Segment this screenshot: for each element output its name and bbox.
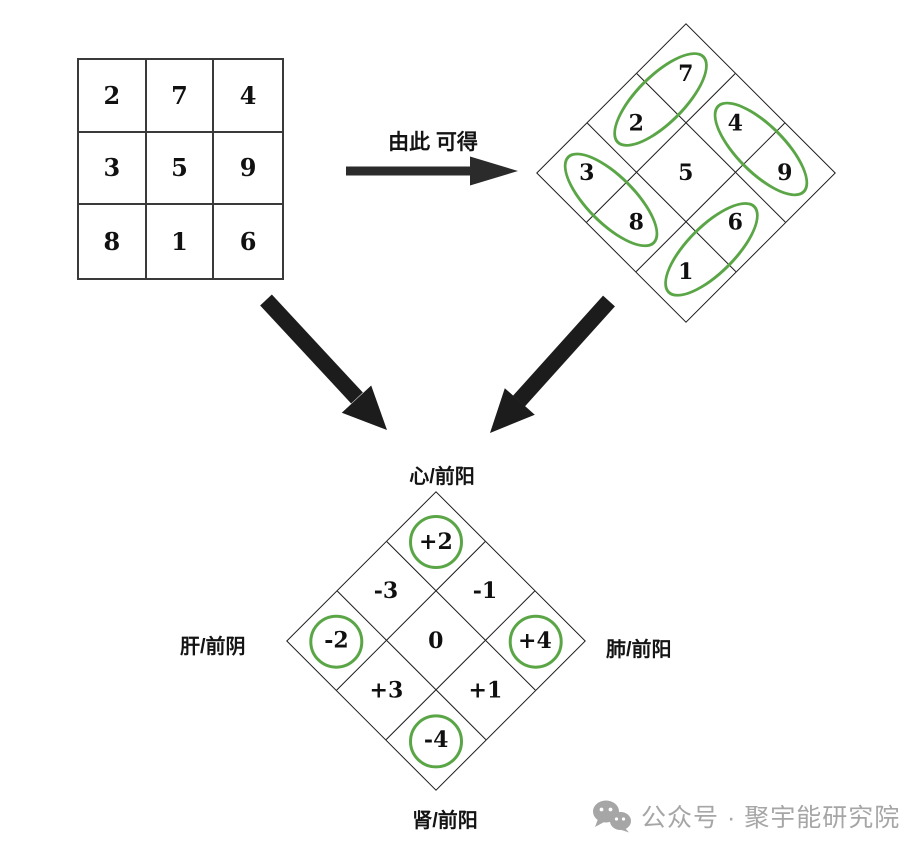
grid-cell: 9 <box>214 133 282 206</box>
grid-cell: 6 <box>239 227 257 257</box>
arrow-right-icon <box>346 156 518 186</box>
label-lung: 肺/前阳 <box>606 639 672 661</box>
magic-square-grid: 2 7 4 3 5 9 8 1 6 <box>77 58 284 280</box>
label-heart: 心/前阳 <box>409 466 475 488</box>
grid-cell: 1 <box>147 205 215 278</box>
arrow-down-right-icon <box>490 295 615 433</box>
cell-value: 6 <box>728 209 744 236</box>
label-liver: 肝/前阴 <box>180 636 246 658</box>
cell-value: -3 <box>374 577 399 604</box>
grid-cell: 7 <box>146 60 215 133</box>
arrow-down-left-icon <box>260 294 387 430</box>
label-kidney: 肾/前阳 <box>412 810 478 832</box>
cell-value: -4 <box>423 726 449 753</box>
cell-value: 1 <box>678 258 694 285</box>
cell-value: 2 <box>628 109 645 136</box>
grid-cell: 8 <box>79 205 147 278</box>
cell-value: 4 <box>727 109 744 136</box>
cell-value: 0 <box>428 627 444 654</box>
transform-caption: 由此 可得 <box>388 131 478 154</box>
cell-value: +1 <box>468 677 503 704</box>
cell-value: 3 <box>578 159 595 186</box>
grid-cell: 5 <box>146 132 215 206</box>
wechat-icon <box>593 800 631 833</box>
grid-cell: 4 <box>214 60 282 133</box>
result-diamond: +2 -1 +4 -3 0 +1 -2 +3 -4 <box>286 491 586 791</box>
cell-value: -2 <box>324 627 349 654</box>
cell-value: +2 <box>419 528 453 555</box>
cell-value: -1 <box>473 577 498 604</box>
cell-value: +4 <box>518 627 553 654</box>
cell-value: 9 <box>777 159 794 186</box>
cell-value: 5 <box>678 159 694 186</box>
cell-value: 7 <box>678 60 694 87</box>
grid-cell: 3 <box>79 132 147 206</box>
cell-value: 8 <box>628 209 644 236</box>
watermark: 公众号 · 聚宇能研究院 <box>592 798 900 834</box>
grid-cell: 2 <box>79 60 147 133</box>
watermark-text: 公众号 · 聚宇能研究院 <box>641 804 901 832</box>
rotated-magic-square: 7 4 9 2 5 6 3 8 1 <box>536 23 836 323</box>
cell-value: +3 <box>369 677 404 704</box>
